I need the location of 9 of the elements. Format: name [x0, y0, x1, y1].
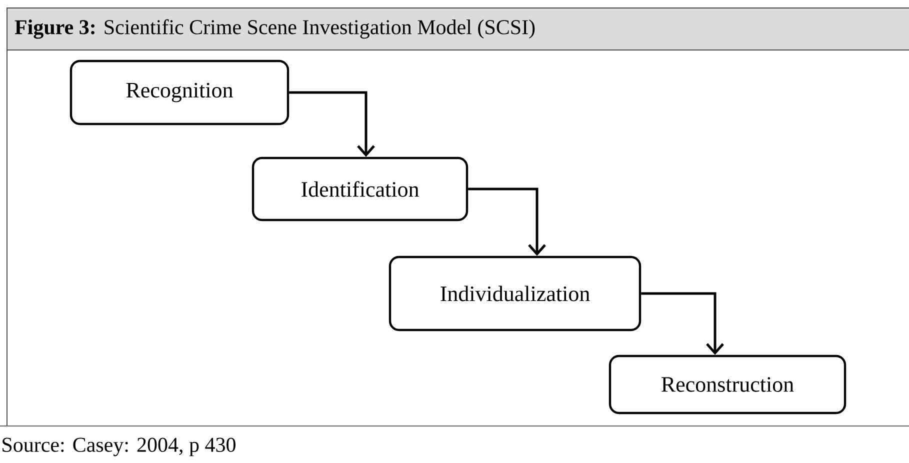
arrow [641, 292, 724, 355]
process-box: Recognition [70, 60, 290, 126]
process-box: Identification [252, 156, 468, 222]
title-bar: Figure 3: Scientific Crime Scene Investigation Model (SCSI) [6, 8, 909, 50]
process-box: Reconstruction [608, 354, 846, 414]
arrow [468, 188, 546, 256]
arrow [289, 91, 375, 157]
process-box: Individualization [388, 256, 642, 332]
caption: Source: Casey: 2004, p 430 [2, 438, 236, 456]
